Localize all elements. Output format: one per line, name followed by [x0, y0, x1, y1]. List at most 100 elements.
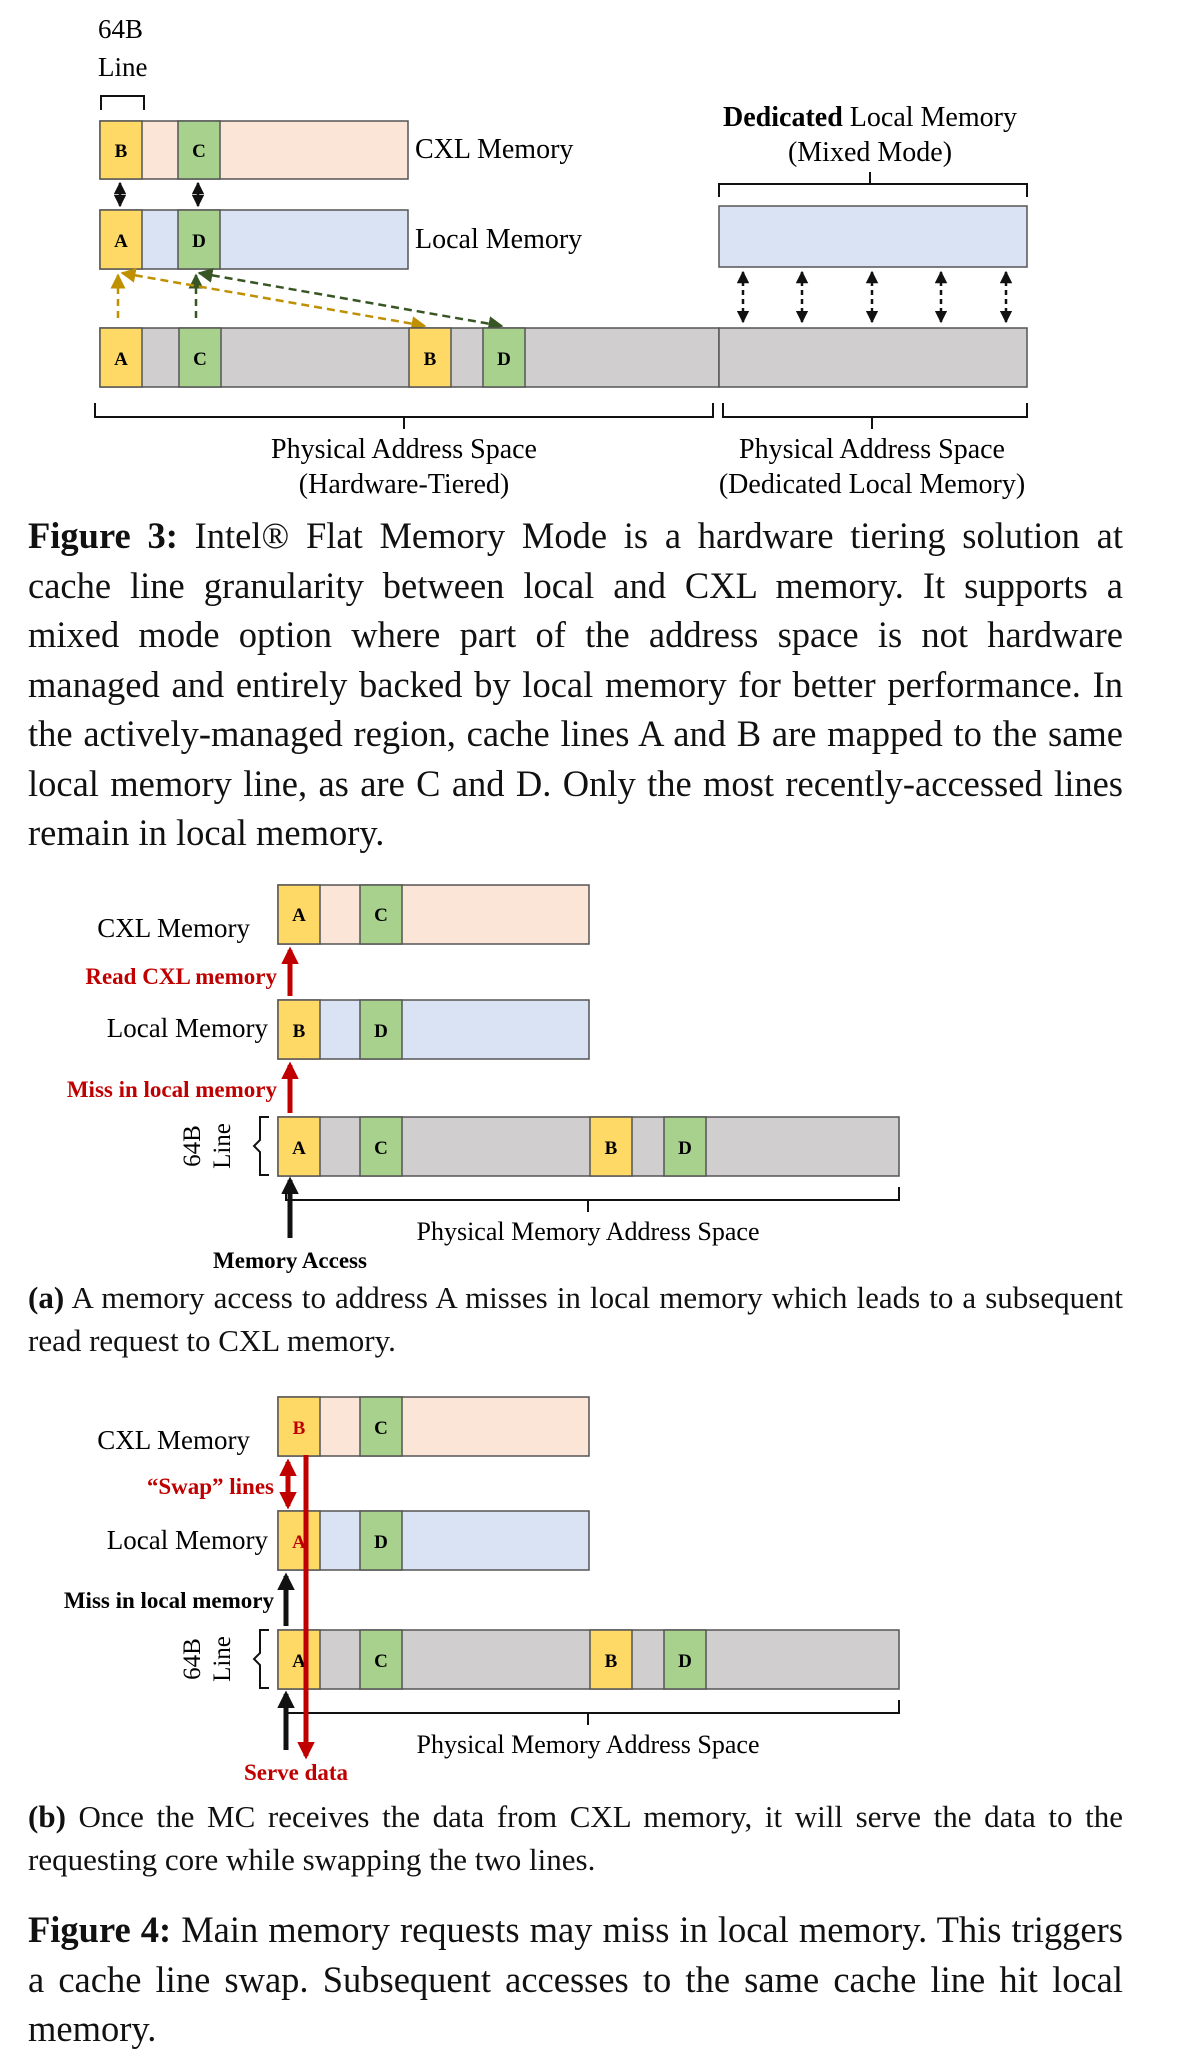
dedicated-arrows — [736, 270, 1013, 324]
line-size-brace — [252, 1116, 269, 1176]
local-memory-label: Local Memory — [107, 1013, 269, 1043]
cell-label: D — [678, 1138, 692, 1159]
physical-address-bar-dedicated — [718, 327, 1028, 388]
cell-label: D — [374, 1021, 388, 1042]
pas-dedicated-sublabel: (Dedicated Local Memory) — [719, 469, 1025, 500]
cell-c — [359, 1629, 403, 1690]
pmas-label: Physical Memory Address Space — [416, 1730, 759, 1759]
cell-label: A — [114, 349, 128, 370]
cell-label: C — [374, 1138, 388, 1159]
cell-a — [99, 209, 143, 270]
cell-a — [277, 884, 321, 945]
line-size-label: Line — [209, 1636, 236, 1682]
cell-b — [589, 1116, 633, 1177]
cxl-memory-label: CXL Memory — [415, 134, 573, 165]
cell-label: B — [424, 349, 437, 370]
local-memory-label: Local Memory — [107, 1525, 269, 1555]
line-width-bracket — [100, 95, 145, 110]
serve-data-label: Serve data — [244, 1760, 349, 1785]
cell-c — [177, 120, 221, 180]
line-size-label: 64B — [98, 14, 143, 44]
cxl-memory-bar — [277, 1396, 590, 1457]
read-cxl-label: Read CXL memory — [85, 964, 277, 989]
caption-label: Figure 3: — [28, 515, 178, 556]
local-memory-bar — [99, 209, 409, 270]
cell-d — [359, 1510, 403, 1571]
figure-4-caption: Figure 4: Main memory requests may miss … — [28, 1905, 1123, 2054]
miss-local-label: Miss in local memory — [67, 1077, 278, 1102]
cell-b — [408, 327, 452, 388]
cell-label: C — [192, 141, 206, 162]
pas-tiered-sublabel: (Hardware-Tiered) — [299, 469, 509, 500]
cell-label: B — [605, 1138, 618, 1159]
cell-label: D — [192, 231, 206, 252]
caption-label: (b) — [28, 1799, 66, 1834]
cell-label: B — [115, 141, 128, 162]
figure-4a-diagram: CXL Memory A C Read CXL memory Local Mem… — [67, 884, 900, 1273]
cell-a — [277, 1629, 321, 1690]
mapping-arrow-b — [120, 267, 427, 332]
line-size-brace — [252, 1629, 269, 1689]
cell-a — [277, 1510, 321, 1571]
swap-lines-label: “Swap” lines — [147, 1474, 274, 1499]
cell-label: D — [497, 349, 511, 370]
cell-a — [277, 1116, 321, 1177]
cxl-memory-label: CXL Memory — [97, 1425, 250, 1455]
caption-text: Intel® Flat Memory Mode is a hardware ti… — [28, 515, 1123, 853]
line-size-label: 64B — [179, 1638, 206, 1680]
dedicated-title: Dedicated Local Memory — [723, 102, 1017, 133]
cell-d — [177, 209, 221, 270]
cell-label: B — [293, 1021, 306, 1042]
cell-c — [359, 1116, 403, 1177]
cell-d — [663, 1116, 707, 1177]
cell-d — [663, 1629, 707, 1690]
caption-text: Main memory requests may miss in local m… — [28, 1909, 1123, 2049]
mixed-mode-label: (Mixed Mode) — [788, 137, 952, 168]
cell-label: B — [605, 1651, 618, 1672]
cell-label: C — [374, 905, 388, 926]
cell-d — [359, 999, 403, 1060]
dedicated-local-memory-bar — [718, 205, 1028, 268]
figure-3-diagram: 64B Line B C CXL Memory A D Local Memory… — [94, 14, 1028, 500]
pmas-bracket — [285, 1187, 900, 1212]
mapping-arrow-d — [197, 267, 504, 332]
cell-label: A — [292, 1651, 306, 1672]
cell-label: A — [292, 1532, 306, 1553]
caption-text: Once the MC receives the data from CXL m… — [28, 1799, 1123, 1877]
figure-4b-diagram: CXL Memory B C “Swap” lines Local Memory… — [64, 1396, 900, 1785]
cell-b — [99, 120, 143, 180]
miss-local-label: Miss in local memory — [64, 1588, 275, 1613]
cell-b — [277, 1396, 321, 1457]
cxl-memory-label: CXL Memory — [97, 913, 250, 943]
cell-label: C — [374, 1651, 388, 1672]
cell-c — [359, 1396, 403, 1457]
cxl-memory-bar — [277, 884, 590, 945]
cell-b — [277, 999, 321, 1060]
cell-label: A — [292, 1138, 306, 1159]
pas-dedicated-label: Physical Address Space — [739, 434, 1005, 465]
figure-4b-caption: (b) Once the MC receives the data from C… — [28, 1795, 1123, 1881]
cell-label: C — [374, 1418, 388, 1439]
figure-3-caption: Figure 3: Intel® Flat Memory Mode is a h… — [28, 511, 1123, 858]
line-size-label: Line — [98, 52, 147, 82]
cell-c — [359, 884, 403, 945]
cell-label: A — [114, 231, 128, 252]
cell-label: B — [293, 1418, 306, 1439]
memory-access-label: Memory Access — [213, 1248, 367, 1273]
caption-label: (a) — [28, 1280, 65, 1315]
cxl-memory-bar — [99, 120, 409, 180]
local-memory-bar — [277, 1510, 590, 1571]
dedicated-space-bracket — [722, 403, 1028, 429]
cell-label: C — [193, 349, 207, 370]
local-memory-label: Local Memory — [415, 224, 582, 255]
cell-label: A — [292, 905, 306, 926]
pas-tiered-label: Physical Address Space — [271, 434, 537, 465]
local-memory-bar — [277, 999, 590, 1060]
line-size-label: 64B — [179, 1125, 206, 1167]
figure-4a-caption: (a) A memory access to address A misses … — [28, 1276, 1123, 1362]
pmas-bracket — [285, 1700, 900, 1725]
cell-b — [589, 1629, 633, 1690]
cell-c — [178, 327, 222, 388]
caption-text: A memory access to address A misses in l… — [28, 1280, 1123, 1358]
